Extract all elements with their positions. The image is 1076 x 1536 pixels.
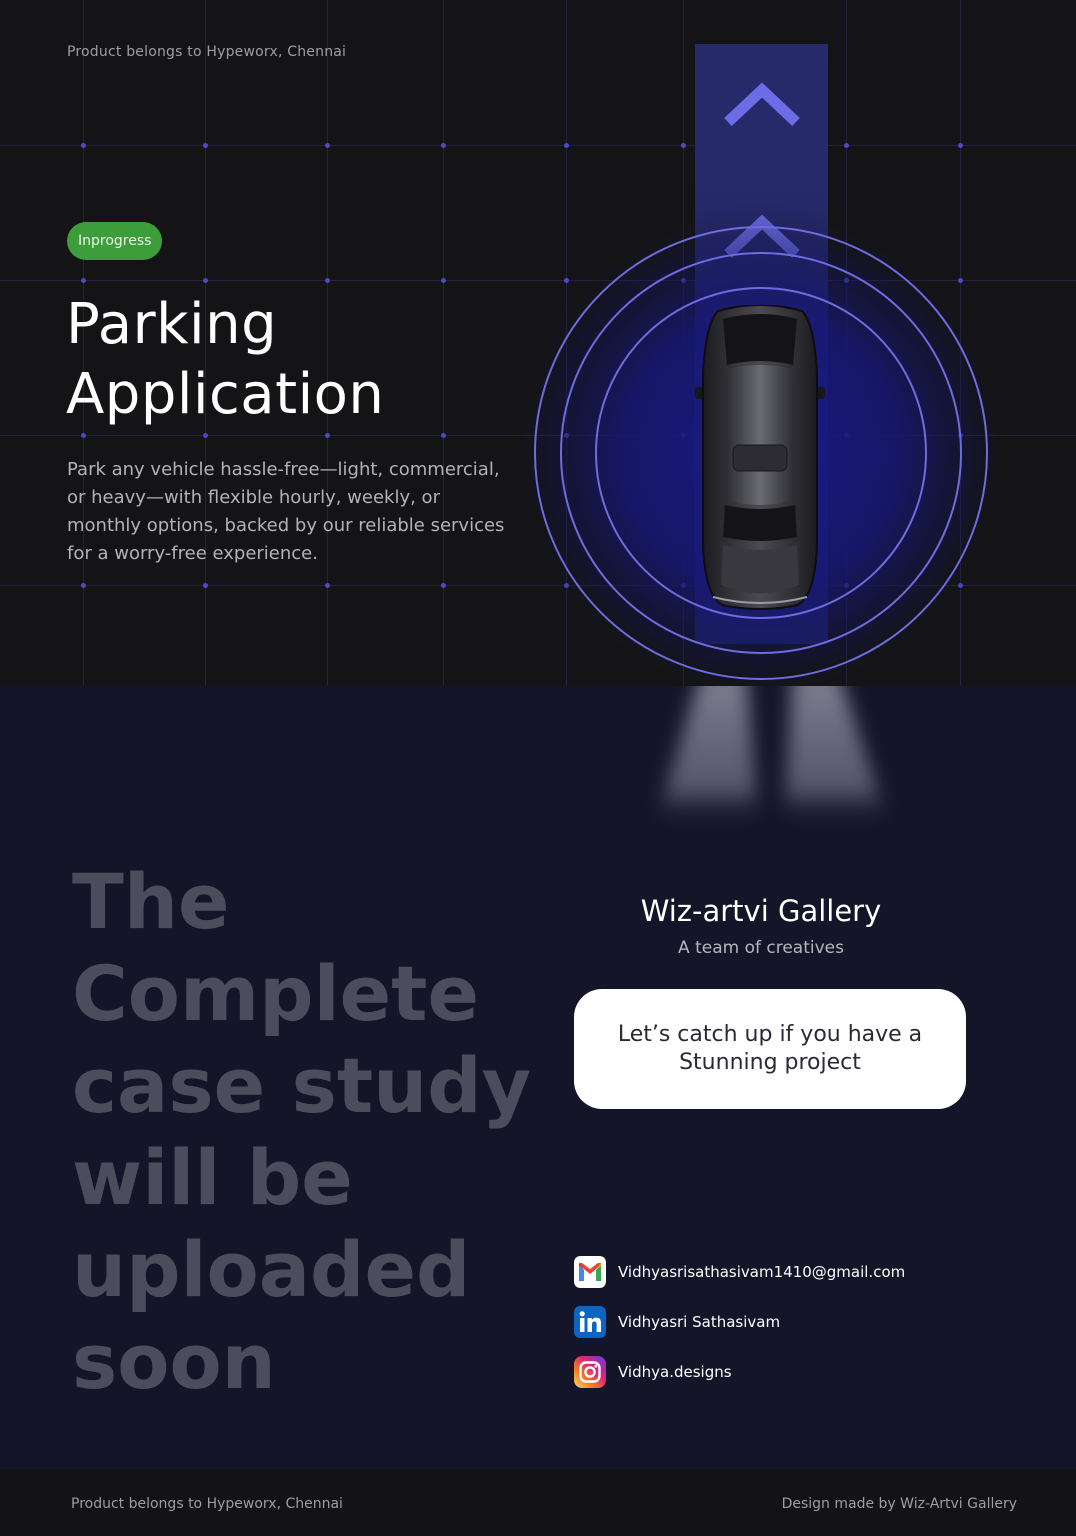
grid-line <box>83 0 84 686</box>
grid-dot <box>325 433 330 438</box>
hero-section: Product belongs to Hypeworx, Chennai Inp… <box>0 0 1076 686</box>
grid-dot <box>81 278 86 283</box>
footer-owner-note: Product belongs to Hypeworx, Chennai <box>71 1496 343 1512</box>
car-icon <box>695 305 825 610</box>
coming-soon-line: case study <box>72 1041 532 1130</box>
grid-dot <box>203 278 208 283</box>
grid-dot <box>81 583 86 588</box>
grid-dot <box>203 583 208 588</box>
grid-dot <box>441 433 446 438</box>
coming-soon-line: uploaded <box>72 1225 471 1314</box>
grid-dot <box>325 143 330 148</box>
grid-dot <box>81 433 86 438</box>
linkedin-link[interactable]: Vidhyasri Sathasivam <box>574 1306 780 1338</box>
grid-dot <box>441 583 446 588</box>
grid-dot <box>958 278 963 283</box>
grid-dot <box>441 278 446 283</box>
instagram-icon <box>574 1356 606 1388</box>
gallery-name: Wiz-artvi Gallery <box>640 894 882 928</box>
coming-soon-line: will be <box>72 1133 353 1222</box>
gallery-tagline: A team of creatives <box>678 938 844 958</box>
grid-line <box>0 145 1076 146</box>
coming-soon-line: Complete <box>72 949 480 1038</box>
coming-soon-line: soon <box>72 1317 276 1406</box>
grid-line <box>443 0 444 686</box>
email-link[interactable]: Vidhyasrisathasivam1410@gmail.com <box>574 1256 905 1288</box>
grid-dot <box>203 433 208 438</box>
grid-line <box>0 280 1076 281</box>
headlight-beams <box>658 686 886 816</box>
grid-dot <box>325 278 330 283</box>
owner-note: Product belongs to Hypeworx, Chennai <box>67 44 347 60</box>
gmail-icon <box>574 1256 606 1288</box>
email-text: Vidhyasrisathasivam1410@gmail.com <box>618 1263 906 1281</box>
grid-dot <box>844 143 849 148</box>
title-line-1: Parking <box>66 292 278 357</box>
title-line-2: Application <box>66 362 385 427</box>
footer-credit: Design made by Wiz-Artvi Gallery <box>781 1496 1017 1512</box>
linkedin-icon <box>574 1306 606 1338</box>
contact-section: The Complete case study will be uploaded… <box>0 686 1076 1469</box>
grid-dot <box>958 143 963 148</box>
cta-line-1: Let’s catch up if you have a <box>617 1022 923 1047</box>
coming-soon-heading: The Complete case study will be uploaded… <box>72 856 531 1408</box>
instagram-text: Vidhya.designs <box>618 1363 732 1381</box>
grid-line <box>0 585 1076 586</box>
chevron-up-icon <box>724 82 800 127</box>
grid-dot <box>441 143 446 148</box>
cta-line-2: Stunning project <box>679 1050 861 1075</box>
footer: Product belongs to Hypeworx, Chennai Des… <box>0 1469 1076 1536</box>
grid-dot <box>81 143 86 148</box>
page-title: Parking Application <box>66 290 384 430</box>
coming-soon-line: The <box>72 857 230 946</box>
grid-dot <box>325 583 330 588</box>
status-badge: Inprogress <box>67 222 163 260</box>
grid-dot <box>203 143 208 148</box>
contact-cta-button[interactable]: Let’s catch up if you have a Stunning pr… <box>574 989 966 1109</box>
instagram-link[interactable]: Vidhya.designs <box>574 1356 732 1388</box>
product-description: Park any vehicle hassle-free—light, comm… <box>67 459 505 564</box>
grid-line <box>205 0 206 686</box>
grid-dot <box>564 278 569 283</box>
linkedin-text: Vidhyasri Sathasivam <box>618 1313 781 1331</box>
grid-dot <box>564 143 569 148</box>
grid-dot <box>681 143 686 148</box>
grid-line <box>327 0 328 686</box>
